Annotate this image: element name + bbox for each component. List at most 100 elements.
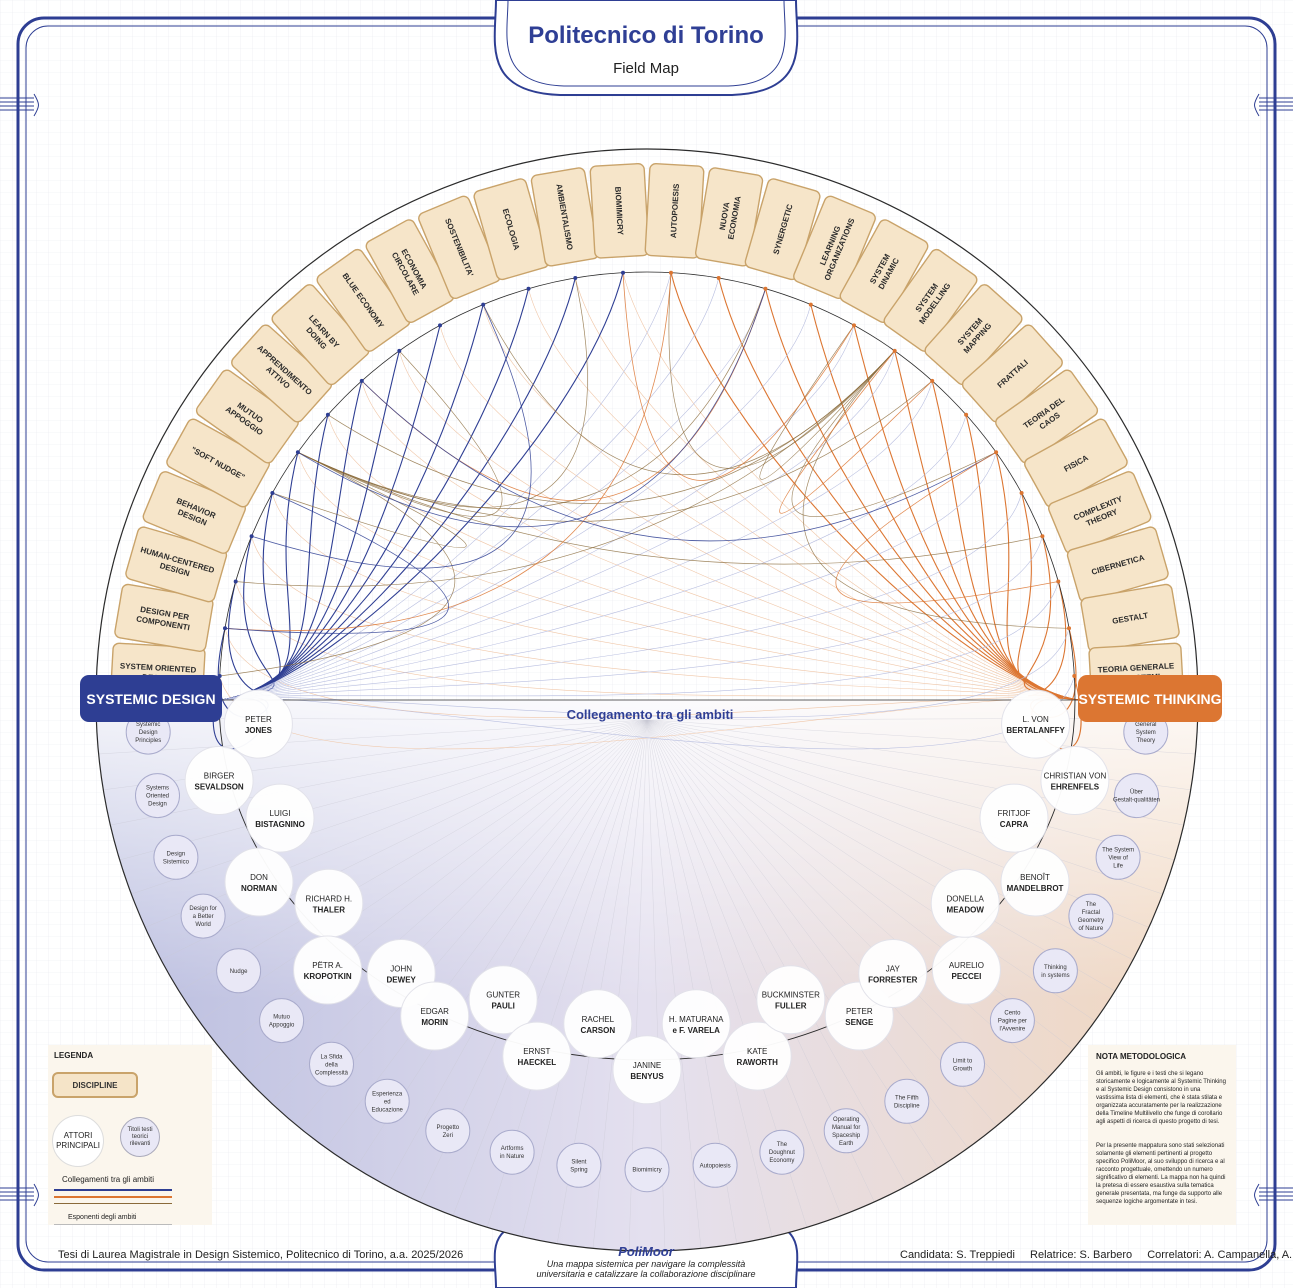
connection-curve (251, 536, 1079, 701)
legend-work-swatch: Titoli testi teorici rilevanti (120, 1117, 160, 1157)
discipline-link (297, 288, 766, 528)
connection-curve (221, 304, 484, 701)
connection-curve (575, 277, 1079, 701)
work-title-line: Complessità (315, 1070, 349, 1076)
actor-buckminster-fuller: BUCKMINSTER FULLER (756, 965, 826, 1035)
actor-last-name: JONES (245, 726, 273, 735)
anchor-dot (233, 579, 238, 584)
actor-last-name: MORIN (421, 1018, 448, 1027)
actor-first-name: JANINE (633, 1061, 661, 1070)
legend-discipline-swatch: DISCIPLINE (52, 1072, 138, 1098)
actor-first-name: KATE (747, 1047, 767, 1056)
discipline-link (224, 492, 449, 634)
discipline-link (482, 304, 895, 475)
discipline-box-biomimicry: BIOMIMICRY (589, 162, 650, 259)
fan-line (325, 719, 648, 1149)
legend-connections-label: Collegamenti tra gli ambiti (62, 1175, 155, 1184)
fan-line (178, 719, 648, 992)
anchor-dot (249, 534, 254, 539)
anchor-dot (763, 286, 768, 291)
anchor-dot (397, 348, 402, 353)
work-title-line: a Better (193, 914, 214, 920)
work-title-line: Gestalt-qualitäten (1113, 798, 1160, 804)
work-title-line: Fractal (1082, 910, 1100, 916)
legend-line-orange (54, 1196, 172, 1198)
discipline-box-cibernetica: CIBERNETICA (1066, 526, 1169, 603)
fan-line (119, 719, 648, 861)
work-title-line: Discipline (894, 1103, 920, 1109)
footer-tagline-line-1: Una mappa sistemica per navigare la comp… (546, 1259, 746, 1269)
discipline-link (622, 272, 855, 481)
actor-first-name: JOHN (390, 965, 412, 974)
fan-line (646, 719, 1116, 992)
footer-tagline: Una mappa sistemica per navigare la comp… (500, 1259, 792, 1279)
connection-curve (221, 536, 1043, 701)
connection-curve (272, 492, 1079, 701)
footer-correlatori: Correlatori: A. Campanella, A. Di Salvo (1147, 1249, 1293, 1261)
discipline-box-blue-economy: BLUE ECONOMY (316, 248, 411, 352)
page-title: Politecnico di Torino (528, 22, 764, 49)
actor-last-name: SEVALDSON (194, 783, 243, 792)
connection-curve (221, 492, 1022, 701)
connection-curve (221, 325, 855, 701)
connection-curve (221, 414, 967, 701)
discipline-link (219, 451, 456, 677)
work-title-line: Systemic (136, 722, 160, 728)
actor-last-name: RAWORTH (737, 1058, 779, 1067)
actor-last-name: DEWEY (387, 976, 417, 985)
work-title-line: della (325, 1062, 338, 1068)
actor-last-name: THALER (313, 905, 346, 914)
anchor-dot (1056, 579, 1061, 584)
actor-first-name: BIRGER (204, 772, 235, 781)
work-title-line: Progetto (436, 1125, 459, 1131)
legend-exponents-label: Esponenti degli ambiti (68, 1214, 137, 1221)
connection-curve (221, 272, 624, 701)
connection-curve (221, 350, 895, 701)
discipline-link (224, 272, 672, 632)
methodology-note: NOTA METODOLOGICA Gli ambiti, le figure … (1088, 1045, 1236, 1225)
work-title-line: The System (1102, 847, 1134, 853)
connection-curve (221, 277, 576, 701)
actor-first-name: BUCKMINSTER (762, 991, 820, 1000)
fan-line (244, 719, 648, 1077)
fan-line (646, 719, 773, 1237)
anchor-dot (892, 348, 897, 353)
work-title-line: Growth (953, 1066, 972, 1072)
anchor-dot (1067, 626, 1071, 631)
fan-line (646, 719, 1024, 1103)
actor-last-name: FULLER (775, 1002, 807, 1011)
fan-line (592, 719, 648, 1249)
work-title-line: General (1135, 722, 1156, 728)
fan-line (646, 719, 907, 1187)
work-title-line: Educazione (372, 1107, 404, 1113)
discipline-box-frattali: FRATTALI (961, 324, 1063, 423)
actor-first-name: CHRISTIAN VON (1044, 772, 1107, 781)
actor-first-name: ERNST (523, 1047, 550, 1056)
actor-last-name: SENGE (845, 1018, 874, 1027)
actor-last-name: BISTAGNINO (255, 820, 305, 829)
fan-line (646, 719, 702, 1249)
work-title-line: Spring (570, 1167, 587, 1173)
work-title-line: of Nature (1079, 926, 1104, 932)
footer-credits: Candidata: S. Treppiedi Relatrice: S. Ba… (900, 1249, 1293, 1261)
actor-first-name: GUNTER (486, 991, 520, 1000)
discipline-link (297, 451, 1043, 565)
discipline-link (791, 350, 997, 517)
discipline-box-fisica: FISICA (1024, 418, 1128, 508)
actor-richard-h-thaler: RICHARD H.THALER (294, 868, 364, 938)
connection-curve (361, 380, 1079, 701)
